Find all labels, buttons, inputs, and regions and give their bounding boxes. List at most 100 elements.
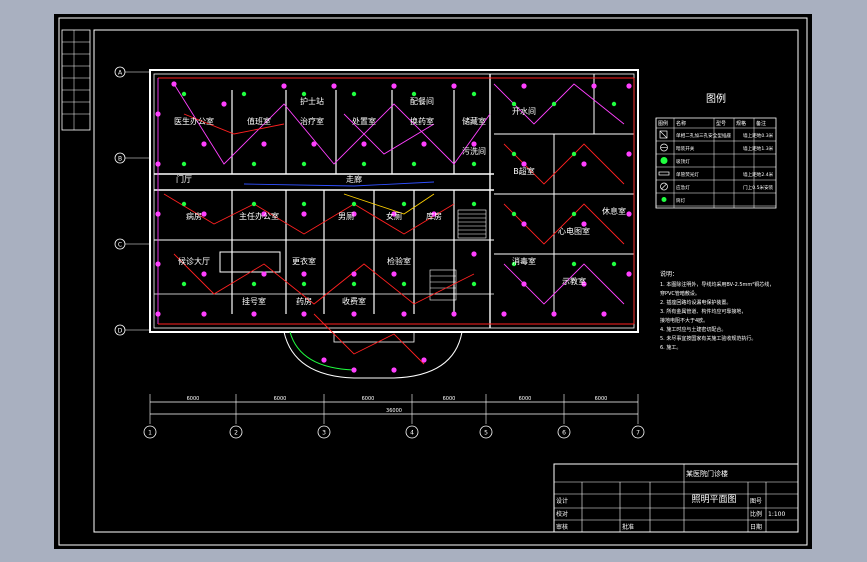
light-point-icon bbox=[351, 201, 357, 207]
ceiling-lamp-icon bbox=[521, 83, 527, 89]
ceiling-lamp-icon bbox=[626, 151, 632, 157]
light-point-icon bbox=[471, 161, 477, 167]
axis-label: C bbox=[118, 242, 122, 249]
ceiling-lamp-icon bbox=[261, 211, 267, 217]
note-line: 3. 所有金属管道、构件均应可靠接地， bbox=[660, 308, 746, 315]
legend-name: 应急灯 bbox=[676, 184, 690, 191]
ceiling-lamp-icon bbox=[351, 367, 357, 373]
legend-name: 单管荧光灯 bbox=[676, 171, 699, 178]
ceiling-lamp-icon bbox=[301, 311, 307, 317]
inner-frame bbox=[93, 29, 799, 533]
ceiling-lamp-icon bbox=[351, 211, 357, 217]
note-line: 穿PVC管暗敷设。 bbox=[660, 290, 700, 297]
ceiling-lamp-icon bbox=[201, 311, 207, 317]
room-label-r18: 挂号室 bbox=[242, 296, 266, 306]
ceiling-lamp-icon bbox=[471, 141, 477, 147]
room-label-r2: 值班室 bbox=[247, 116, 271, 126]
wire-run bbox=[173, 83, 491, 165]
ceiling-lamp-icon bbox=[521, 281, 527, 287]
note-line: 6. 施工。 bbox=[660, 344, 681, 351]
ceiling-lamp-icon bbox=[451, 83, 457, 89]
light-point-icon bbox=[251, 281, 257, 287]
ceiling-lamp-icon bbox=[261, 141, 267, 147]
total-dimension: 36000 bbox=[386, 408, 402, 414]
axis-label: 6 bbox=[562, 430, 566, 437]
ceiling-lamp-icon bbox=[451, 311, 457, 317]
room-label-r26: 示教室 bbox=[562, 276, 586, 286]
revision-strip bbox=[61, 29, 91, 131]
ceiling-lamp-icon bbox=[281, 83, 287, 89]
light-point-icon bbox=[571, 211, 577, 217]
room-label-r17: 候诊大厅 bbox=[178, 256, 210, 266]
light-point-icon bbox=[511, 261, 517, 267]
light-point-icon bbox=[181, 201, 187, 207]
light-point-icon bbox=[241, 91, 247, 97]
ceiling-lamp-icon bbox=[581, 281, 587, 287]
wire-run bbox=[313, 313, 425, 365]
wire-run bbox=[343, 113, 435, 155]
tb-label-review: 审核 bbox=[556, 523, 568, 531]
room-label-r3: 治疗室 bbox=[300, 116, 324, 126]
axis-bubble-c: C bbox=[114, 238, 150, 250]
ceiling-lamp-icon bbox=[221, 101, 227, 107]
legend-title: 图例 bbox=[706, 92, 726, 105]
ceiling-lamp-icon bbox=[421, 357, 427, 363]
room-label-r7: 护士站 bbox=[300, 96, 324, 106]
ceiling-lamp-icon bbox=[581, 221, 587, 227]
ceiling-lamp-icon bbox=[155, 311, 161, 317]
legend-name: 吸顶灯 bbox=[676, 158, 690, 165]
light-point-icon bbox=[301, 281, 307, 287]
axis-label: B bbox=[118, 156, 122, 163]
ceiling-lamp-icon bbox=[391, 83, 397, 89]
light-point-icon bbox=[511, 101, 517, 107]
axis-bubble-2: 2 bbox=[229, 425, 243, 439]
legend-table: 图例 图例名称型号规格备注单相二孔加三孔安全型插座墙上距地0.3米暗装开关墙上距… bbox=[655, 92, 777, 209]
note-line: 接地电阻不大于4欧。 bbox=[660, 317, 708, 324]
light-point-icon bbox=[571, 261, 577, 267]
legend-note: 墙上距地2.4米 bbox=[743, 171, 774, 178]
axis-bubble-5: 5 bbox=[479, 425, 493, 439]
wire-run bbox=[183, 113, 285, 135]
room-label-r15: 女厕 bbox=[386, 211, 402, 221]
light-point-icon bbox=[301, 91, 307, 97]
ceiling-lamp-icon bbox=[391, 367, 397, 373]
room-label-r22: B超室 bbox=[513, 166, 535, 176]
ceiling-lamp-icon bbox=[521, 221, 527, 227]
tb-label-design: 设计 bbox=[556, 497, 568, 505]
light-point-icon bbox=[661, 197, 667, 202]
ceiling-lamp-icon bbox=[201, 211, 207, 217]
legend-name: 筒灯 bbox=[676, 197, 686, 204]
axis-bubble-1: 1 bbox=[143, 425, 157, 439]
room-label-r24: 门厅 bbox=[176, 174, 192, 184]
ceiling-lamp-icon bbox=[626, 211, 632, 217]
ceiling-lamp-icon bbox=[311, 141, 317, 147]
legend-row: 单管荧光灯 墙上距地2.4米 bbox=[658, 171, 774, 178]
axis-bubble-a: A bbox=[114, 66, 150, 78]
light-point-icon bbox=[551, 101, 557, 107]
dimension-label: 6000 bbox=[443, 396, 456, 402]
drawing-sheet: A B C D bbox=[54, 14, 812, 549]
light-point-icon bbox=[571, 151, 577, 157]
outlet-icon bbox=[660, 143, 668, 152]
legend-row: 筒灯 bbox=[661, 197, 686, 204]
room-label-r8: 配餐间 bbox=[410, 97, 434, 106]
legend-note: 墙上距地0.3米 bbox=[743, 132, 774, 139]
ceiling-lamp-icon bbox=[251, 311, 257, 317]
axis-bubble-4: 4 bbox=[405, 425, 419, 439]
legend-note: 门上0.5米安装 bbox=[743, 184, 774, 191]
light-point-icon bbox=[251, 161, 257, 167]
legend-name: 单相二孔加三孔安全型插座 bbox=[676, 132, 732, 139]
room-label-r20: 收费室 bbox=[342, 296, 366, 306]
tb-scale-value: 1:100 bbox=[768, 511, 785, 518]
light-point-icon bbox=[181, 161, 187, 167]
lighting-plan-drawing: A B C D bbox=[58, 17, 808, 546]
axis-bubble-d: D bbox=[114, 324, 150, 336]
legend-header: 图例 bbox=[658, 120, 668, 127]
ceiling-lamp-icon bbox=[626, 83, 632, 89]
light-point-icon bbox=[401, 201, 407, 207]
wire-run bbox=[243, 181, 435, 187]
ceiling-lamp-icon bbox=[431, 211, 437, 217]
ceiling-lamp-icon bbox=[551, 311, 557, 317]
lighting-fixtures bbox=[155, 81, 632, 373]
